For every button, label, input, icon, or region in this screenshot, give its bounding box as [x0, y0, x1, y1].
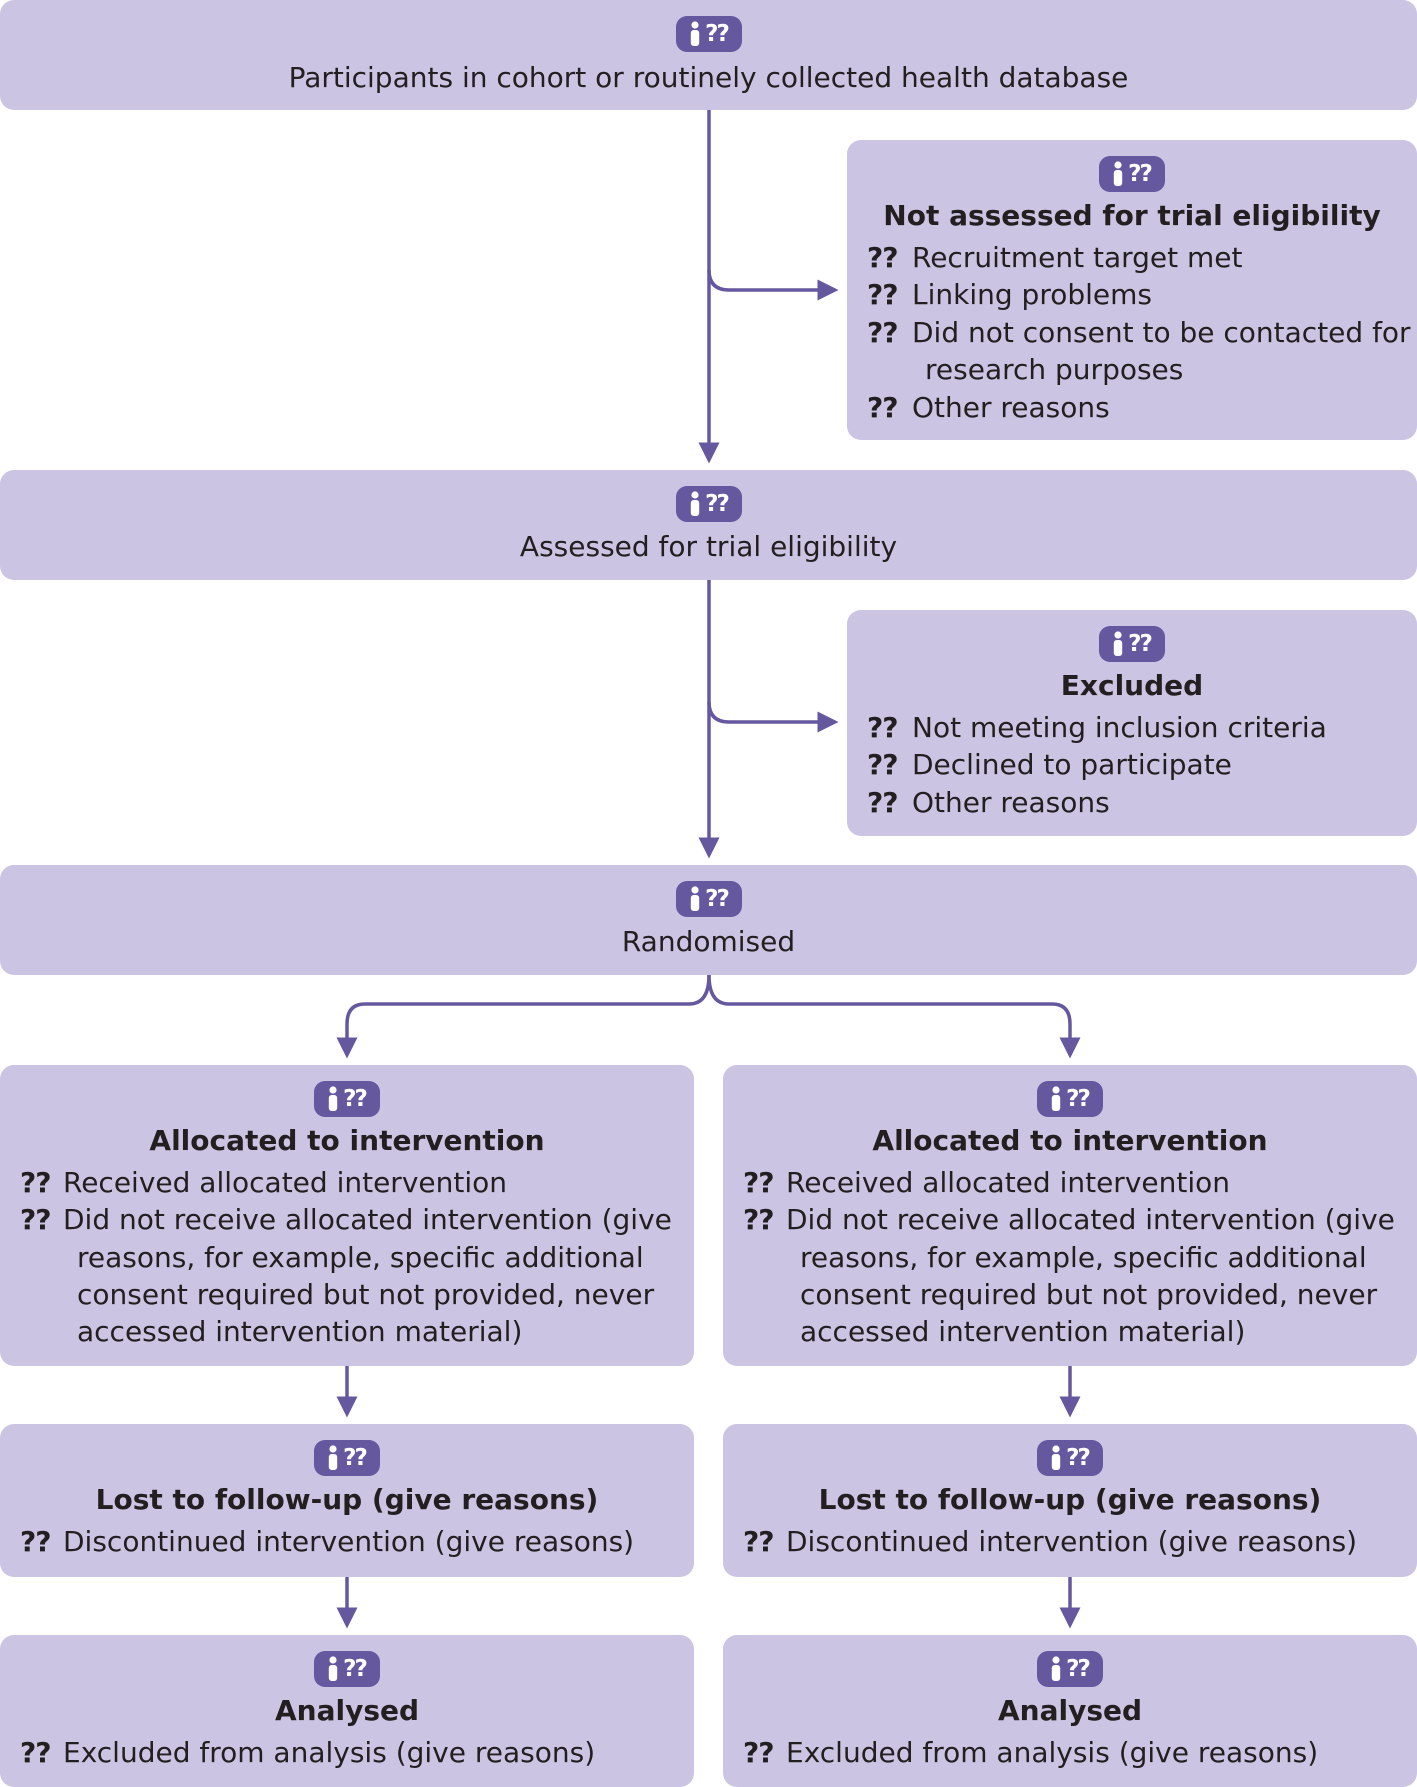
count-badge: ??	[1037, 1651, 1103, 1687]
item-count: ??	[743, 1166, 775, 1199]
count-badge: ??	[314, 1081, 380, 1117]
lost-title: Lost to follow-up (give reasons)	[95, 1483, 599, 1516]
person-icon	[688, 491, 702, 517]
item-count: ??	[20, 1736, 52, 1769]
discontinued-item: Discontinued intervention (give reasons)	[786, 1525, 1358, 1558]
count-placeholder: ??	[705, 490, 730, 517]
count-placeholder: ??	[1128, 630, 1153, 657]
count-placeholder: ??	[1066, 1655, 1091, 1682]
left-allocated-box: ?? Allocated to intervention ?? Received…	[0, 1065, 694, 1366]
not-assessed-item: Recruitment target met	[912, 241, 1243, 274]
count-placeholder: ??	[1066, 1085, 1091, 1112]
not-assessed-item: Linking problems	[912, 278, 1152, 311]
item-count: ??	[20, 1203, 52, 1236]
randomised-box: ?? Randomised	[0, 865, 1417, 975]
person-icon	[1049, 1086, 1063, 1112]
not-received-item: Did not receive allocated intervention (…	[786, 1203, 1395, 1236]
not-assessed-item: Other reasons	[912, 391, 1110, 424]
person-icon	[1049, 1656, 1063, 1682]
item-count: ??	[867, 391, 899, 424]
lost-title: Lost to follow-up (give reasons)	[818, 1483, 1322, 1516]
received-intervention-item: Received allocated intervention	[63, 1166, 507, 1199]
discontinued-item: Discontinued intervention (give reasons)	[63, 1525, 635, 1558]
excluded-title: Excluded	[1060, 669, 1204, 702]
not-received-item: Did not receive allocated intervention (…	[63, 1203, 672, 1236]
excluded-box: ?? Excluded ?? Not meeting inclusion cri…	[847, 610, 1417, 836]
excluded-item: Not meeting inclusion criteria	[912, 711, 1327, 744]
count-badge: ??	[314, 1651, 380, 1687]
count-badge: ??	[676, 16, 742, 52]
count-placeholder: ??	[705, 20, 730, 47]
arrow-randomised-to-right-arm	[707, 974, 1081, 1059]
count-placeholder: ??	[343, 1444, 368, 1471]
item-count: ??	[743, 1203, 775, 1236]
randomised-label: Randomised	[621, 925, 796, 958]
item-count: ??	[867, 748, 899, 781]
person-icon	[1111, 631, 1125, 657]
allocated-title: Allocated to intervention	[872, 1124, 1268, 1157]
right-allocated-box: ?? Allocated to intervention ?? Received…	[723, 1065, 1417, 1366]
assessed-box: ?? Assessed for trial eligibility	[0, 470, 1417, 580]
allocated-title: Allocated to intervention	[149, 1124, 545, 1157]
person-icon	[688, 21, 702, 47]
left-analysed-box: ?? Analysed ?? Excluded from analysis (g…	[0, 1635, 694, 1787]
assessed-label: Assessed for trial eligibility	[519, 530, 898, 563]
right-analysed-box: ?? Analysed ?? Excluded from analysis (g…	[723, 1635, 1417, 1787]
count-badge: ??	[1099, 156, 1165, 192]
item-count: ??	[867, 786, 899, 819]
left-lost-box: ?? Lost to follow-up (give reasons) ?? D…	[0, 1424, 694, 1577]
count-badge: ??	[1037, 1081, 1103, 1117]
item-count: ??	[20, 1166, 52, 1199]
count-placeholder: ??	[1066, 1444, 1091, 1471]
arrow-to-not-assessed	[707, 269, 839, 301]
count-placeholder: ??	[1128, 160, 1153, 187]
item-count: ??	[743, 1736, 775, 1769]
arrow-to-excluded	[707, 701, 839, 733]
analysed-title: Analysed	[997, 1694, 1143, 1727]
person-icon	[688, 886, 702, 912]
count-placeholder: ??	[343, 1655, 368, 1682]
excluded-item: Declined to participate	[912, 748, 1232, 781]
excluded-item: Other reasons	[912, 786, 1110, 819]
excluded-from-analysis-item: Excluded from analysis (give reasons)	[63, 1736, 596, 1769]
not-received-line: consent required but not provided, never	[77, 1278, 655, 1311]
right-lost-box: ?? Lost to follow-up (give reasons) ?? D…	[723, 1424, 1417, 1577]
count-badge: ??	[676, 486, 742, 522]
not-assessed-item-continuation: research purposes	[925, 353, 1184, 386]
count-badge: ??	[1037, 1440, 1103, 1476]
count-placeholder: ??	[705, 885, 730, 912]
excluded-from-analysis-item: Excluded from analysis (give reasons)	[786, 1736, 1319, 1769]
count-badge: ??	[314, 1440, 380, 1476]
participants-box: ?? Participants in cohort or routinely c…	[0, 0, 1417, 110]
item-count: ??	[743, 1525, 775, 1558]
count-badge: ??	[676, 881, 742, 917]
person-icon	[326, 1086, 340, 1112]
item-count: ??	[867, 316, 899, 349]
item-count: ??	[867, 241, 899, 274]
not-assessed-item: Did not consent to be contacted for	[912, 316, 1411, 349]
not-received-line: accessed intervention material)	[77, 1315, 523, 1348]
count-badge: ??	[1099, 626, 1165, 662]
item-count: ??	[867, 278, 899, 311]
not-received-line: consent required but not provided, never	[800, 1278, 1378, 1311]
not-received-line: reasons, for example, specific additiona…	[800, 1241, 1367, 1274]
analysed-title: Analysed	[274, 1694, 420, 1727]
participants-label: Participants in cohort or routinely coll…	[288, 61, 1129, 94]
count-placeholder: ??	[343, 1085, 368, 1112]
item-count: ??	[20, 1525, 52, 1558]
person-icon	[1111, 161, 1125, 187]
not-received-line: accessed intervention material)	[800, 1315, 1246, 1348]
person-icon	[326, 1445, 340, 1471]
person-icon	[1049, 1445, 1063, 1471]
person-icon	[326, 1656, 340, 1682]
item-count: ??	[867, 711, 899, 744]
not-received-line: reasons, for example, specific additiona…	[77, 1241, 644, 1274]
arrow-randomised-to-left-arm	[336, 974, 711, 1059]
not-assessed-box: ?? Not assessed for trial eligibility ??…	[847, 140, 1417, 440]
received-intervention-item: Received allocated intervention	[786, 1166, 1230, 1199]
not-assessed-title: Not assessed for trial eligibility	[883, 199, 1381, 232]
